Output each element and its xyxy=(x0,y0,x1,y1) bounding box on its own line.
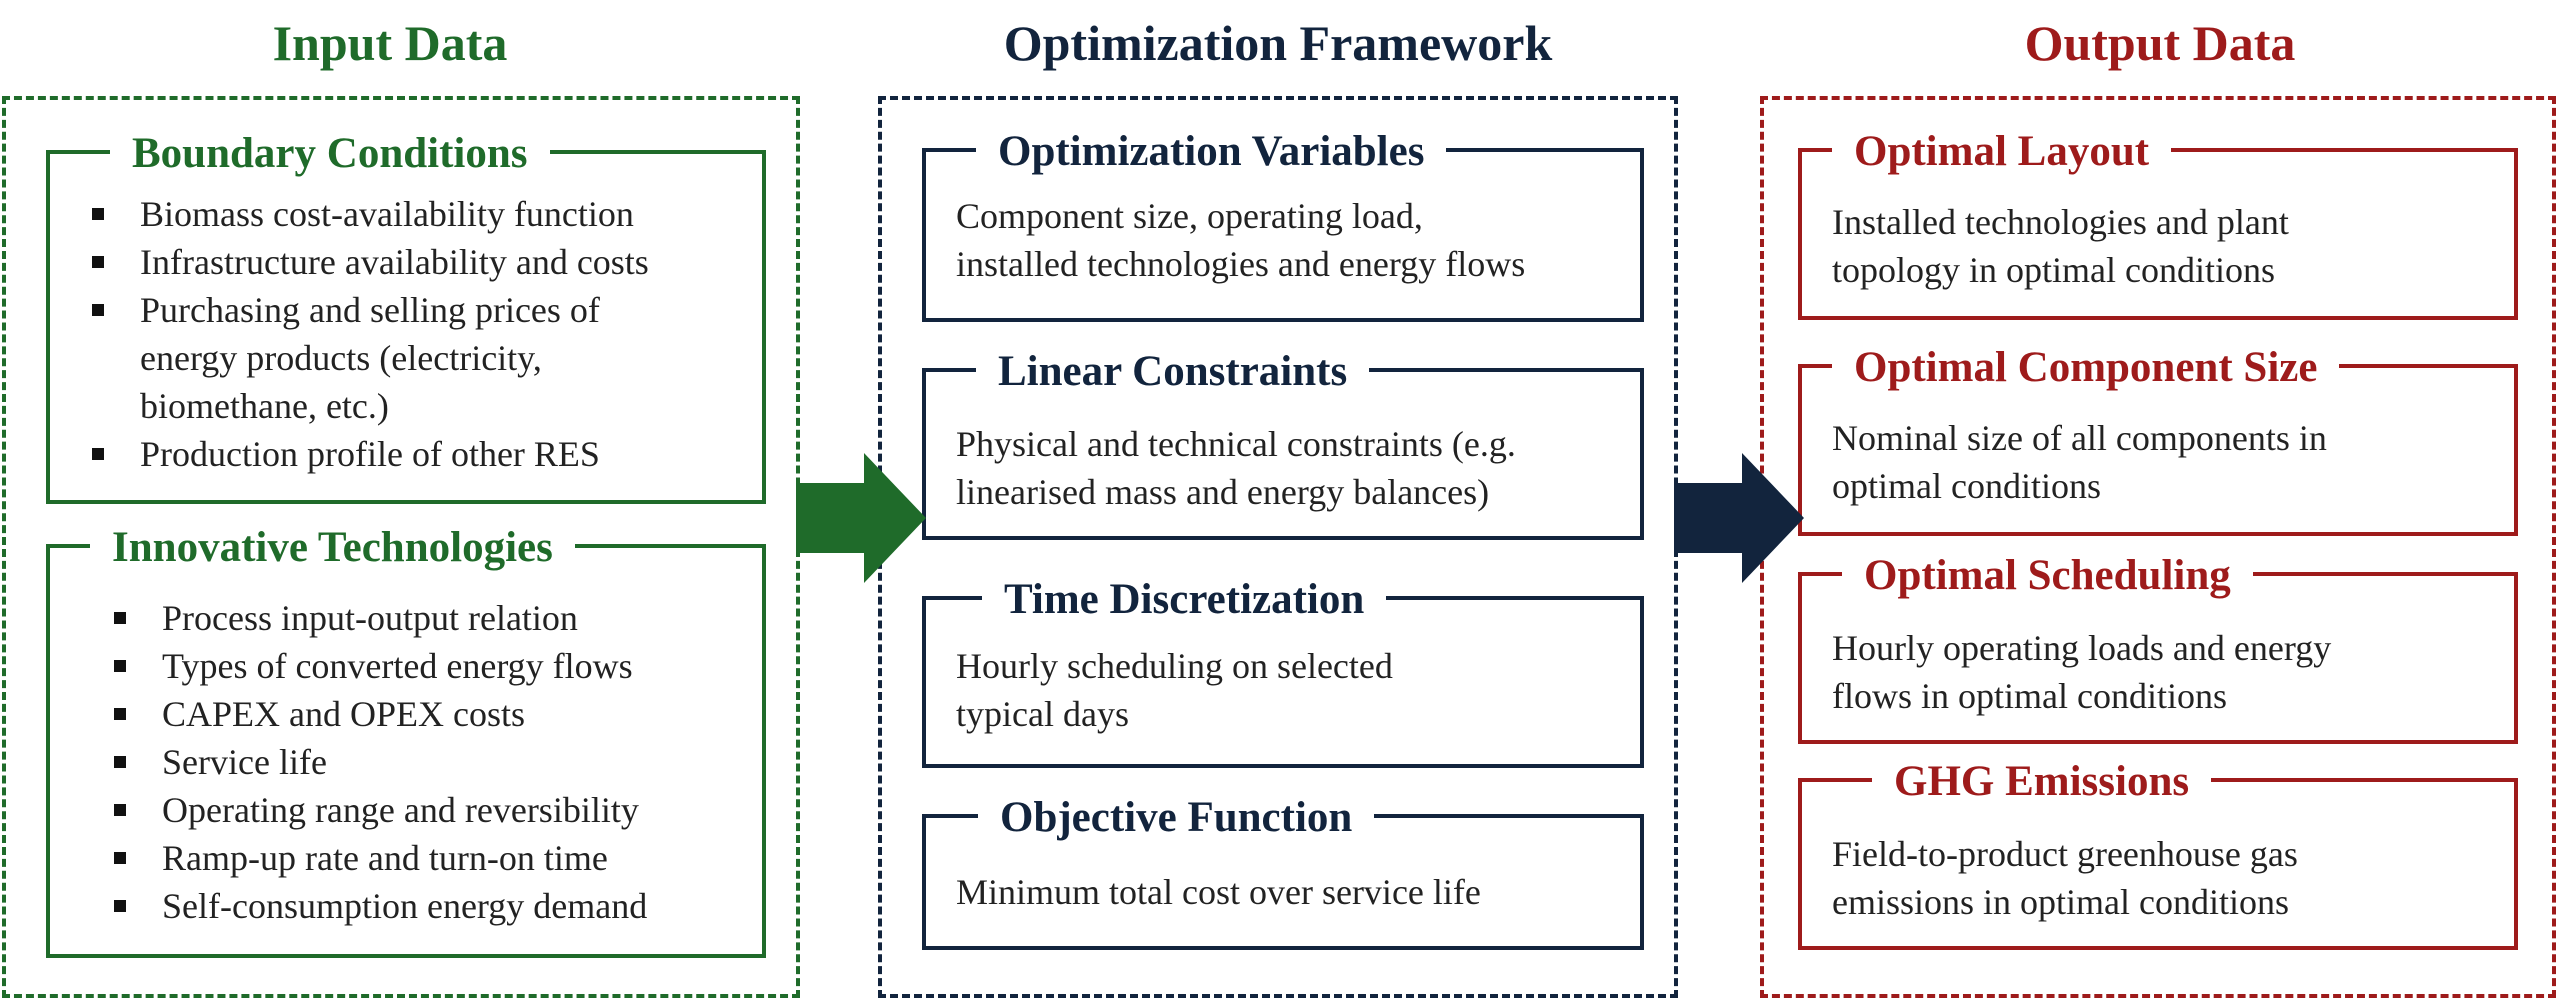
green-arrow-shape xyxy=(796,453,926,583)
ghg-emissions-text: Field-to-product greenhouse gas emissions… xyxy=(1832,830,2298,926)
list-item-text: Ramp-up rate and turn-on time xyxy=(162,838,608,878)
optimization-variables-title: Optimization Variables xyxy=(976,130,1447,173)
list-item: Process input-output relation xyxy=(98,594,647,642)
time-discretization-text: Hourly scheduling on selected typical day… xyxy=(956,642,1393,738)
optimal-layout-text: Installed technologies and plant topology… xyxy=(1832,198,2289,294)
text-line: Nominal size of all components in xyxy=(1832,418,2327,458)
text-line: Hourly scheduling on selected xyxy=(956,646,1393,686)
bullet-marker xyxy=(114,756,126,768)
text-line: topology in optimal conditions xyxy=(1832,250,2275,290)
list-item-text: Types of converted energy flows xyxy=(162,646,633,686)
text-line: Installed technologies and plant xyxy=(1832,202,2289,242)
optimization-framework-title: Optimization Framework xyxy=(1003,15,1553,71)
linear-constraints-text: Physical and technical constraints (e.g.… xyxy=(956,420,1516,516)
innovative-technologies-box: Innovative Technologies Process input-ou… xyxy=(46,526,766,958)
text-line: typical days xyxy=(956,694,1129,734)
bullet-marker xyxy=(92,448,104,460)
objective-function-text: Minimum total cost over service life xyxy=(956,868,1481,916)
text-line: Minimum total cost over service life xyxy=(956,872,1481,912)
list-item-text: CAPEX and OPEX costs xyxy=(162,694,526,734)
navy-arrow-shape xyxy=(1674,453,1804,583)
navy-arrow xyxy=(1674,453,1804,583)
optimal-component-size-text: Nominal size of all components in optimal… xyxy=(1832,414,2327,510)
bullet-marker xyxy=(114,660,126,672)
innovative-technologies-title: Innovative Technologies xyxy=(90,526,575,569)
list-item: CAPEX and OPEX costs xyxy=(98,690,647,738)
text-line: installed technologies and energy flows xyxy=(956,244,1526,284)
optimization-variables-text: Component size, operating load, installed… xyxy=(956,192,1525,288)
list-item-text: Purchasing and selling prices of xyxy=(140,290,600,330)
output-data-title: Output Data xyxy=(2024,15,2296,71)
text-line: emissions in optimal conditions xyxy=(1832,882,2289,922)
list-item: Operating range and reversibility xyxy=(98,786,647,834)
list-item-text: Service life xyxy=(162,742,327,782)
linear-constraints-title: Linear Constraints xyxy=(976,350,1370,393)
optimal-layout-title: Optimal Layout xyxy=(1832,130,2172,173)
list-item-text: biomethane, etc.) xyxy=(140,386,389,426)
bullet-marker xyxy=(114,900,126,912)
list-item-text: Process input-output relation xyxy=(162,598,578,638)
list-item: Biomass cost-availability function xyxy=(76,190,649,238)
time-discretization-title: Time Discretization xyxy=(982,578,1387,621)
list-item: Purchasing and selling prices of energy p… xyxy=(76,286,649,430)
text-line: Physical and technical constraints (e.g. xyxy=(956,424,1516,464)
input-data-title: Input Data xyxy=(272,15,508,71)
bullet-marker xyxy=(114,804,126,816)
bullet-marker xyxy=(92,304,104,316)
list-item: Production profile of other RES xyxy=(76,430,649,478)
list-item-text: energy products (electricity, xyxy=(140,338,542,378)
list-item-text: Operating range and reversibility xyxy=(162,790,639,830)
bullet-marker xyxy=(92,256,104,268)
objective-function-title: Objective Function xyxy=(978,796,1375,839)
ghg-emissions-title: GHG Emissions xyxy=(1872,760,2212,803)
list-item-text: Biomass cost-availability function xyxy=(140,194,634,234)
text-line: flows in optimal conditions xyxy=(1832,676,2227,716)
list-item-text: Infrastructure availability and costs xyxy=(140,242,649,282)
boundary-conditions-box: Boundary Conditions Biomass cost-availab… xyxy=(46,132,766,504)
list-item: Service life xyxy=(98,738,647,786)
list-item-text: Production profile of other RES xyxy=(140,434,600,474)
text-line: Component size, operating load, xyxy=(956,196,1423,236)
bullet-marker xyxy=(114,612,126,624)
list-item-text: Self-consumption energy demand xyxy=(162,886,648,926)
list-item: Types of converted energy flows xyxy=(98,642,647,690)
text-line: Field-to-product greenhouse gas xyxy=(1832,834,2298,874)
optimal-scheduling-text: Hourly operating loads and energy flows i… xyxy=(1832,624,2331,720)
bullet-marker xyxy=(92,208,104,220)
green-arrow xyxy=(796,453,926,583)
list-item: Infrastructure availability and costs xyxy=(76,238,649,286)
bullet-marker xyxy=(114,852,126,864)
bullet-marker xyxy=(114,708,126,720)
list-item: Self-consumption energy demand xyxy=(98,882,647,930)
text-line: optimal conditions xyxy=(1832,466,2101,506)
text-line: linearised mass and energy balances) xyxy=(956,472,1490,512)
optimal-component-size-title: Optimal Component Size xyxy=(1832,346,2340,389)
list-item: Ramp-up rate and turn-on time xyxy=(98,834,647,882)
boundary-conditions-title: Boundary Conditions xyxy=(110,132,550,175)
text-line: Hourly operating loads and energy xyxy=(1832,628,2332,668)
optimal-scheduling-title: Optimal Scheduling xyxy=(1842,554,2253,597)
